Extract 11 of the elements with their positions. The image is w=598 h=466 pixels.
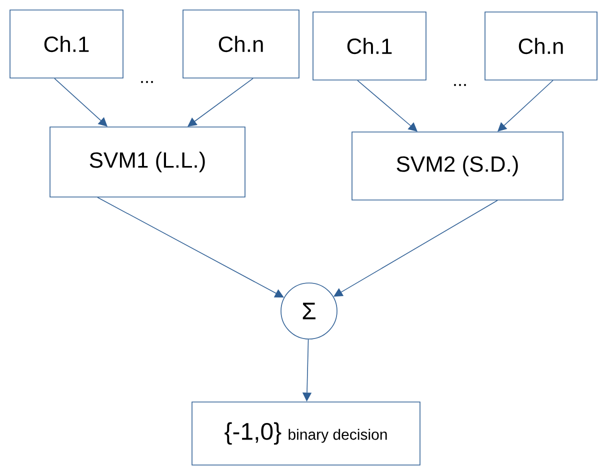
process-box: SVM1 (L.L.) [50, 126, 246, 198]
arrow [334, 200, 498, 297]
process-box: Ch.1 [312, 12, 426, 80]
process-box: {-1,0} binary decision [192, 402, 420, 466]
ellipsis-label: ... [141, 81, 153, 83]
process-box: SVM2 (S.D.) [352, 132, 564, 200]
arrow [97, 196, 284, 298]
ellipsis-label: ... [454, 84, 466, 86]
process-box: Ch.n [182, 10, 300, 78]
process-box: Ch.1 [10, 10, 124, 78]
process-box: Ch.n [484, 12, 598, 80]
